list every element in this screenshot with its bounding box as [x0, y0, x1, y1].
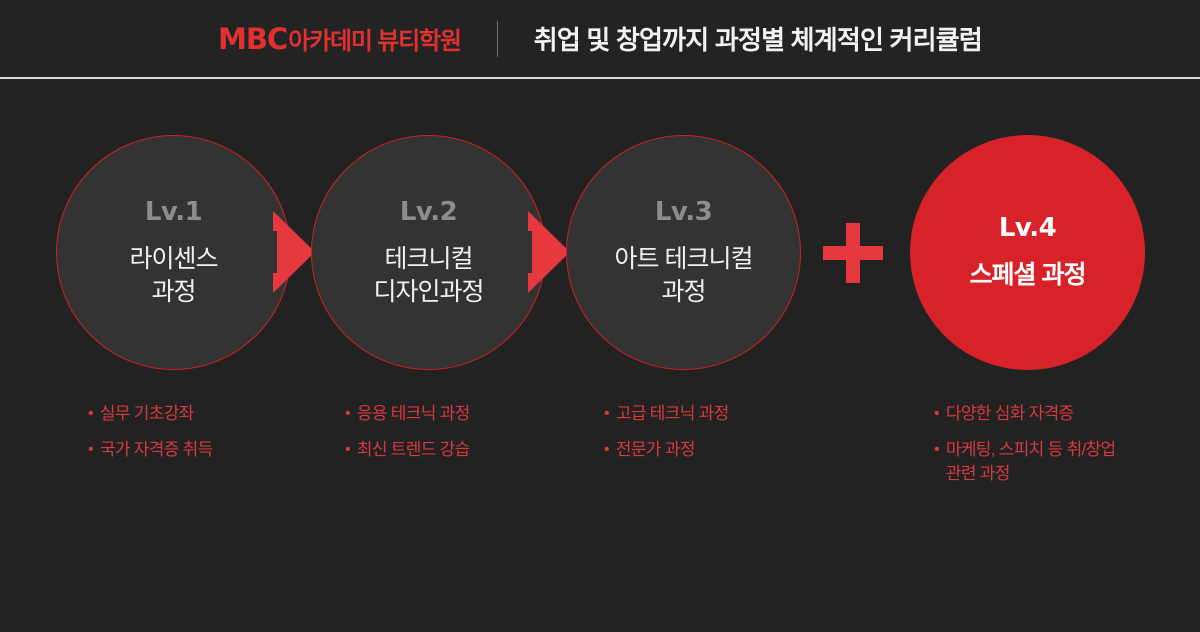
curriculum-step-1[interactable]: Lv.1 라이센스 과정: [56, 135, 291, 370]
list-item: • 다양한 심화 자격증: [934, 402, 1184, 427]
list-item-text: 전문가 과정: [615, 439, 695, 459]
list-item-text: 응용 테크닉 과정: [356, 404, 470, 423]
list-item-text: 마케팅, 스피치 등 취/창업 관련 과정: [945, 439, 1116, 484]
step-1-level: Lv.1: [144, 196, 203, 227]
list-item-text: 고급 테크닉 과정: [615, 404, 729, 423]
step-1-title: 라이센스 과정: [129, 244, 218, 306]
header-divider: [496, 20, 498, 57]
list-item-text: 다양한 심화 자격증: [945, 404, 1074, 423]
bullet-marker-icon: •: [604, 405, 610, 422]
step-3-bullet-list: • 고급 테크닉 과정 • 전문가 과정: [604, 402, 834, 473]
list-item: • 고급 테크닉 과정: [604, 402, 834, 427]
step-3-title: 아트 테크니컬 과정: [614, 244, 754, 306]
step-2-title: 테크니컬 디자인과정: [373, 244, 484, 306]
bullet-marker-icon: •: [604, 440, 610, 458]
bullet-marker-icon: •: [88, 440, 94, 458]
mbc-logo-name: 아카데미 뷰티학원: [288, 28, 462, 55]
list-item: • 응용 테크닉 과정: [345, 402, 575, 427]
list-item: • 최신 트렌드 강습: [345, 438, 575, 463]
header-content: MBC 아카데미 뷰티학원 취업 및 창업까지 과정별 체계적인 커리큘럼: [217, 20, 983, 57]
list-item: • 마케팅, 스피치 등 취/창업 관련 과정: [934, 438, 1184, 487]
curriculum-step-4[interactable]: Lv.4 스페셜 과정: [910, 135, 1145, 370]
page-header: MBC 아카데미 뷰티학원 취업 및 창업까지 과정별 체계적인 커리큘럼: [0, 0, 1200, 77]
bullet-marker-icon: •: [345, 440, 351, 458]
list-item-text: 최신 트렌드 강습: [356, 439, 470, 459]
list-item: • 실무 기초강좌: [88, 402, 318, 427]
step-4-bullet-list: • 다양한 심화 자격증 • 마케팅, 스피치 등 취/창업 관련 과정: [934, 402, 1184, 498]
curriculum-diagram: Lv.1 라이센스 과정 Lv.2 테크니컬 디자인과정 Lv.3 아트 테크니…: [0, 77, 1200, 632]
plus-icon: [823, 223, 883, 283]
bullet-marker-icon: •: [345, 405, 351, 422]
step-2-level: Lv.2: [399, 196, 458, 227]
bullet-marker-icon: •: [934, 405, 940, 422]
header-separator-line: [0, 77, 1200, 79]
mbc-academy-logo: MBC 아카데미 뷰티학원: [217, 21, 462, 56]
arrow-right-icon: [273, 211, 315, 293]
step-3-level: Lv.3: [654, 196, 713, 227]
bullet-marker-icon: •: [88, 405, 94, 422]
list-item: • 국가 자격증 취득: [88, 438, 318, 463]
step-4-title: 스페셜 과정: [969, 261, 1087, 289]
bullet-marker-icon: •: [934, 440, 940, 458]
curriculum-step-2[interactable]: Lv.2 테크니컬 디자인과정: [311, 135, 546, 370]
step-1-bullet-list: • 실무 기초강좌 • 국가 자격증 취득: [88, 402, 318, 473]
plus-vertical-bar: [846, 223, 860, 283]
step-4-level: Lv.4: [998, 213, 1057, 243]
arrow-right-icon: [528, 211, 570, 293]
list-item: • 전문가 과정: [604, 438, 834, 463]
list-item-text: 국가 자격증 취득: [99, 439, 213, 459]
page-title: 취업 및 창업까지 과정별 체계적인 커리큘럼: [533, 25, 983, 55]
curriculum-step-3[interactable]: Lv.3 아트 테크니컬 과정: [566, 135, 801, 370]
mbc-logo-mark: MBC: [217, 22, 288, 56]
list-item-text: 실무 기초강좌: [99, 404, 194, 423]
step-2-bullet-list: • 응용 테크닉 과정 • 최신 트렌드 강습: [345, 402, 575, 473]
